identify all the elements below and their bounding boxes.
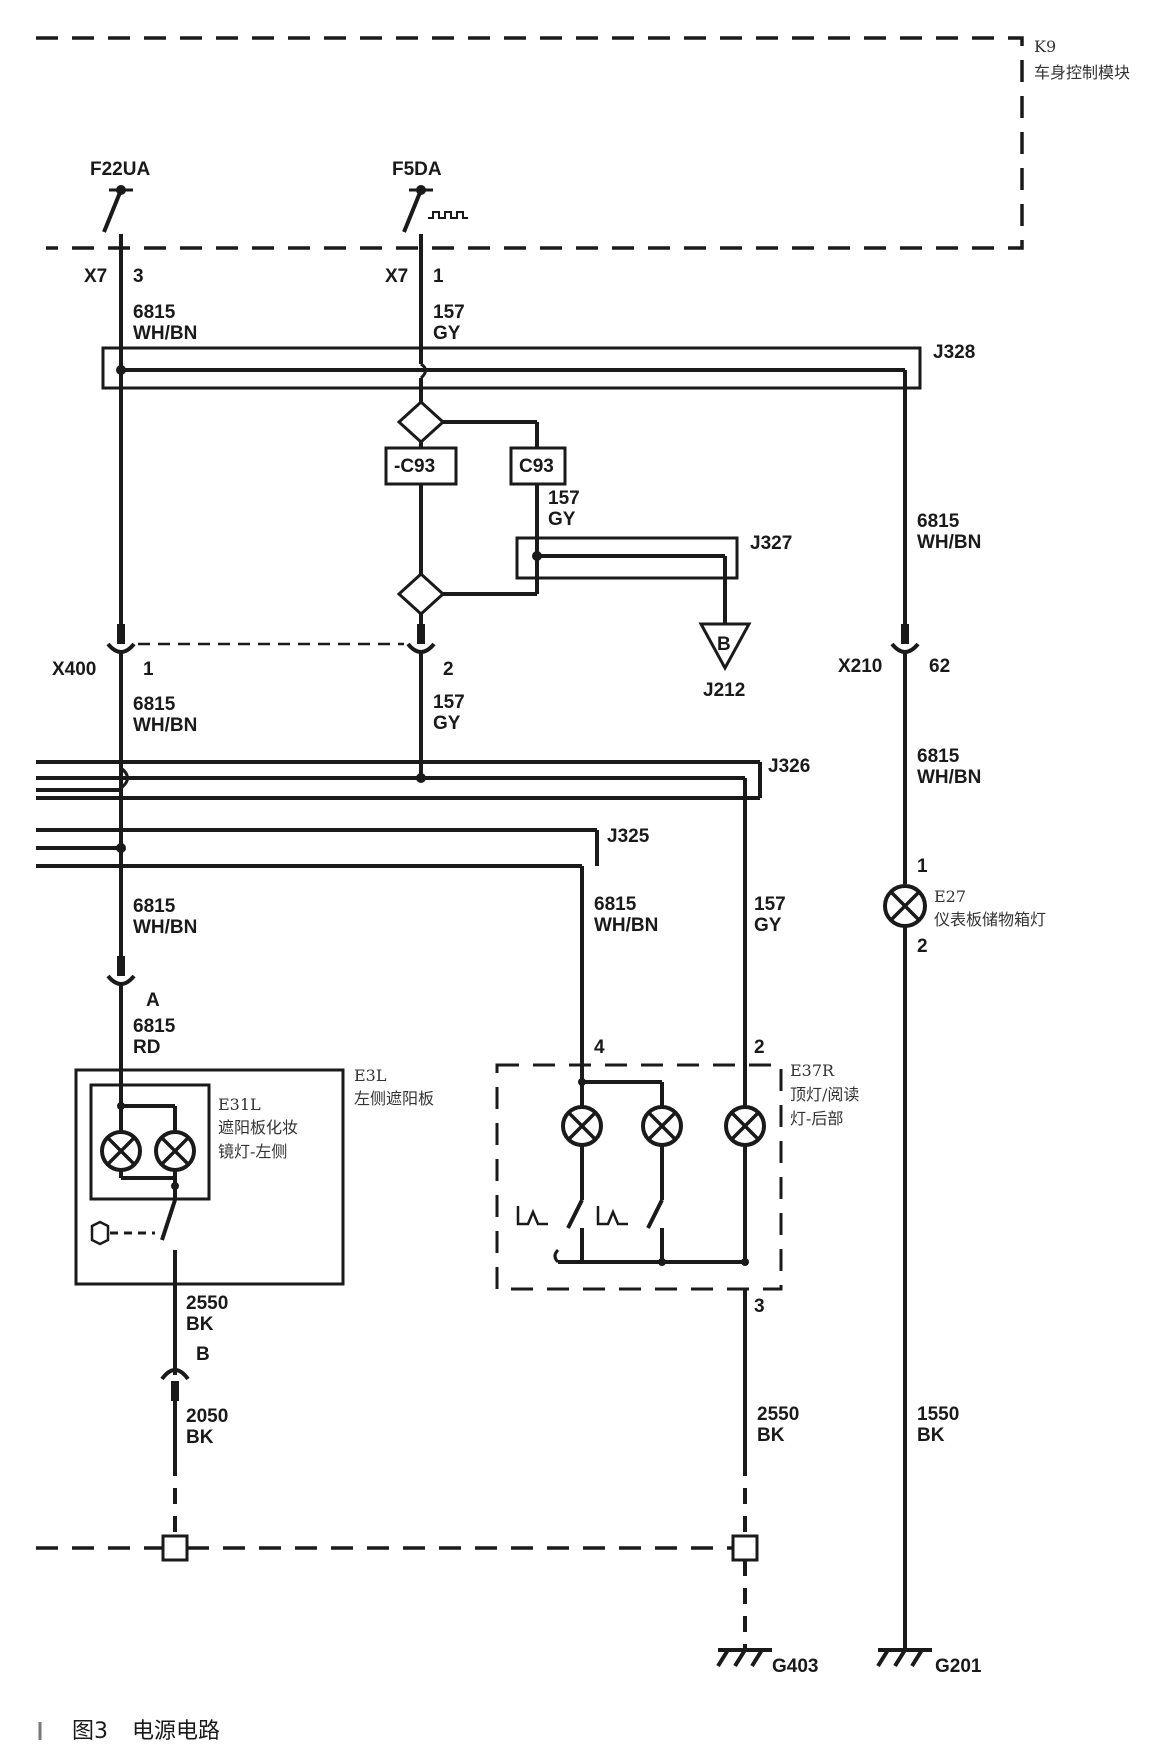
lamp-e27-icon <box>883 884 927 1648</box>
x210-label: X210 <box>838 656 882 677</box>
x400-pin-1: 1 <box>143 659 154 680</box>
wire-6815-label-r2: 6815 <box>917 746 960 767</box>
e31l-id: E31L <box>218 1095 261 1114</box>
e37r-name-1: 顶灯/阅读 <box>790 1085 859 1104</box>
wire-6815-label-3: 6815 <box>133 896 176 917</box>
wire-gy-label-3: GY <box>433 713 461 734</box>
wire-gy-label-2: GY <box>548 509 576 530</box>
wire-gy-label-1: GY <box>433 323 461 344</box>
e37r-name-2: 灯-后部 <box>790 1109 843 1128</box>
wire-gy-label-4: GY <box>754 915 782 936</box>
e27-pin-1: 1 <box>917 856 928 877</box>
pin-b-label: B <box>196 1344 210 1365</box>
splice-j327 <box>515 536 752 672</box>
wire-below-x400 <box>119 652 423 960</box>
pin-a-label: A <box>146 990 160 1011</box>
wire-whbn-label-2: WH/BN <box>133 715 197 736</box>
e27-pin-2: 2 <box>917 936 928 957</box>
ground-g201-label: G201 <box>935 1656 982 1677</box>
splice-j325 <box>36 828 599 1065</box>
wire-157-top <box>419 234 427 380</box>
x7-pin-1: 1 <box>433 266 444 287</box>
e37r-id: E37R <box>790 1061 835 1080</box>
x7-right-label: X7 <box>385 266 408 287</box>
splice-j212-label: J212 <box>703 680 745 701</box>
e27-name: 仪表板储物箱灯 <box>934 910 1046 929</box>
module-id: K9 <box>1034 37 1056 56</box>
lamp-e37r-1-icon <box>561 1105 603 1147</box>
wire-ground-g403 <box>731 1289 759 1648</box>
fuse-left-label: F22UA <box>90 159 150 180</box>
e3l-id: E3L <box>354 1066 387 1085</box>
wire-2550-label-m: 2550 <box>757 1404 799 1425</box>
wire-157-label-2: 157 <box>548 488 580 509</box>
option-c93: C93 <box>519 456 554 477</box>
e31l-name-1: 遮阳板化妆 <box>218 1118 298 1137</box>
wire-1550-label: 1550 <box>917 1404 959 1425</box>
wire-157-label-3: 157 <box>433 692 465 713</box>
e37r-pin-2: 2 <box>754 1037 765 1058</box>
wire-6815-label-1: 6815 <box>133 302 176 323</box>
x7-pin-3: 3 <box>133 266 144 287</box>
module-name: 车身控制模块 <box>1034 63 1130 82</box>
wire-6815-label-4: 6815 <box>594 894 637 915</box>
caption-title: 电源电路 <box>132 1719 220 1744</box>
wire-whbn-label-3: WH/BN <box>133 917 197 938</box>
splice-j328-label: J328 <box>933 342 975 363</box>
lamp-e31l-1-icon <box>100 1130 142 1172</box>
fuse-f5da-switch <box>402 185 468 233</box>
wire-6815-label-2: 6815 <box>133 694 176 715</box>
wire-whbn-label-r2: WH/BN <box>917 767 981 788</box>
wire-6815-label-5: 6815 <box>133 1016 176 1037</box>
wire-whbn-label-1: WH/BN <box>133 323 197 344</box>
wire-6815-label-r1: 6815 <box>917 511 960 532</box>
offpage-b-letter: B <box>717 634 731 655</box>
wire-bk-label-r: BK <box>917 1425 945 1446</box>
wire-bk-label-l1: BK <box>186 1314 214 1335</box>
e3l-name: 左侧遮阳板 <box>354 1089 434 1108</box>
e27-id: E27 <box>934 887 966 906</box>
wire-157-label-4: 157 <box>754 894 786 915</box>
splice-j326 <box>36 760 762 1065</box>
e31l-name-2: 镜灯-左侧 <box>218 1142 287 1161</box>
lamp-e37r-3-icon <box>724 1105 766 1147</box>
splice-j327-label: J327 <box>750 533 792 554</box>
x7-left-label: X7 <box>84 266 107 287</box>
ground-g403-label: G403 <box>772 1656 818 1677</box>
option-neg-c93: -C93 <box>394 456 435 477</box>
connector-x400 <box>106 624 436 654</box>
wire-bk-label-l2: BK <box>186 1427 214 1448</box>
wire-2050-label: 2050 <box>186 1406 228 1427</box>
fuse-f22ua-switch <box>102 185 133 233</box>
splice-j328 <box>101 346 922 404</box>
wire-whbn-label-4: WH/BN <box>594 915 658 936</box>
option-selector <box>384 399 567 628</box>
wire-bk-label-m: BK <box>757 1425 785 1446</box>
caption-number: 图3 <box>72 1719 108 1744</box>
lamp-e37r-2-icon <box>641 1105 683 1147</box>
module-k9-boundary <box>36 36 1024 250</box>
wire-2550-label-l: 2550 <box>186 1293 228 1314</box>
lamp-e31l-2-icon <box>154 1130 196 1172</box>
x400-pin-2: 2 <box>443 659 454 680</box>
wire-157-label-1: 157 <box>433 302 465 323</box>
wire-rd-label: RD <box>133 1037 160 1058</box>
ground-g201-icon <box>876 1648 932 1668</box>
connector-a <box>106 956 136 1113</box>
fuse-right-label: F5DA <box>392 159 442 180</box>
wire-whbn-label-r1: WH/BN <box>917 532 981 553</box>
e37r-pin-3: 3 <box>754 1296 765 1317</box>
ground-g403-icon <box>716 1648 772 1668</box>
connector-b <box>160 1368 190 1562</box>
x210-pin-62: 62 <box>929 656 950 677</box>
e37r-pin-4: 4 <box>594 1037 605 1058</box>
splice-j326-label: J326 <box>768 756 810 777</box>
wire-6815-right <box>890 388 920 884</box>
splice-j325-label: J325 <box>607 826 650 847</box>
x400-label: X400 <box>52 659 96 680</box>
component-e37r <box>495 1063 783 1291</box>
